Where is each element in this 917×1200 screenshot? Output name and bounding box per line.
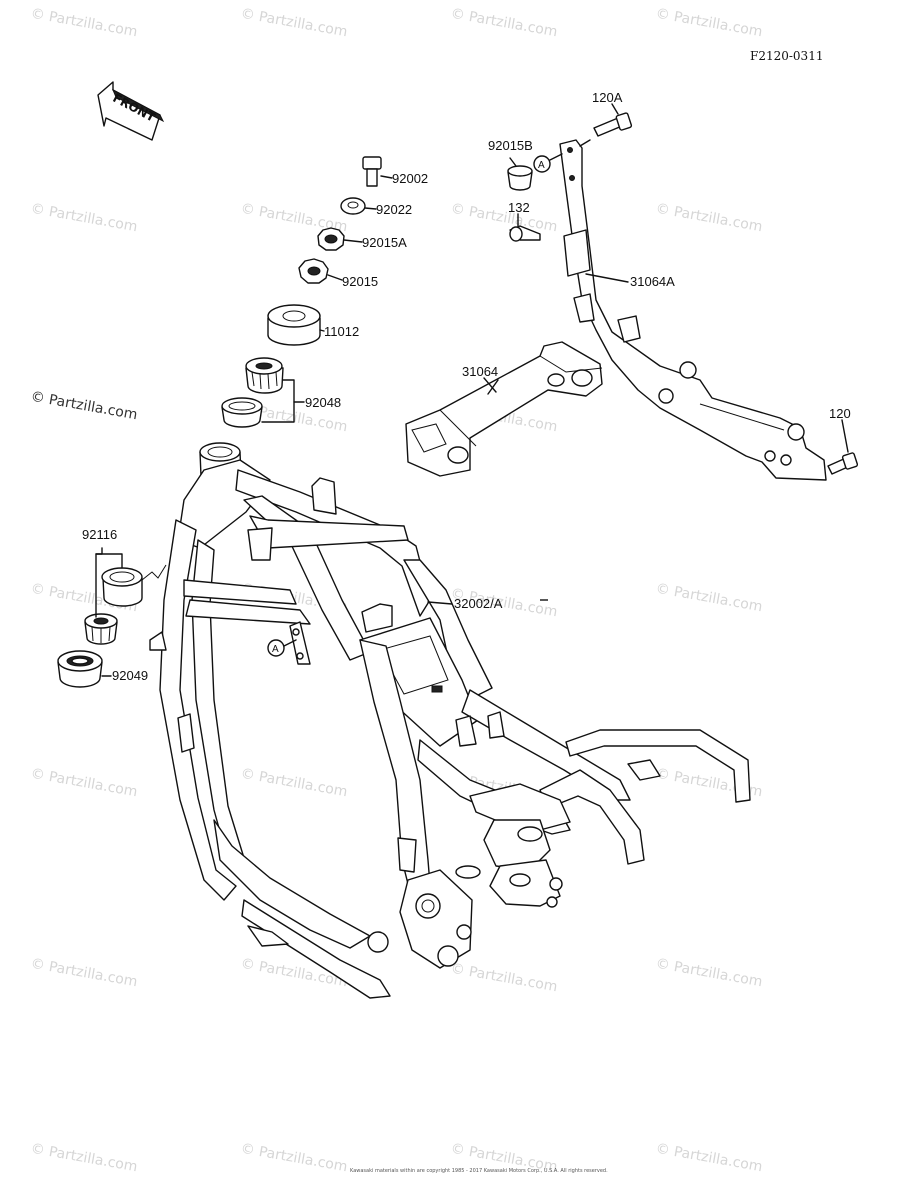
part-label-32002A[interactable]: 32002/A — [454, 596, 503, 611]
part-label-92015B[interactable]: 92015B — [488, 138, 533, 153]
part-label-92015[interactable]: 92015 — [342, 274, 379, 289]
washer-92022-icon — [340, 197, 377, 215]
part-label-120A[interactable]: 120A — [592, 90, 623, 105]
leader-31064 — [483, 377, 497, 393]
frame-32002A-icon — [149, 442, 751, 999]
seal-92049-icon — [57, 650, 112, 688]
bracket-31064A-icon — [559, 139, 827, 481]
bolt-132-icon — [509, 213, 541, 242]
part-label-132[interactable]: 132 — [508, 200, 530, 215]
part-label-92002[interactable]: 92002 — [392, 171, 429, 186]
nut-92015B-icon — [507, 157, 533, 191]
reference-mark-icon: A — [533, 153, 563, 173]
leader-92048 — [261, 379, 295, 423]
part-label-92015A[interactable]: 92015A — [362, 235, 407, 250]
part-label-92116[interactable]: 92116 — [82, 527, 118, 542]
bracket-31064-icon — [405, 341, 603, 477]
part-label-31064A[interactable]: 31064A — [630, 274, 675, 289]
reference-mark-icon: A — [267, 639, 297, 657]
bolt-92002-icon — [362, 156, 393, 187]
copyright-notice: Kawasaki materials within are copyright … — [350, 1168, 608, 1174]
race-92048-icon — [221, 397, 263, 428]
bearing-92048-icon — [245, 357, 284, 394]
bolt-120A-icon — [579, 103, 633, 147]
part-label-120[interactable]: 120 — [829, 406, 851, 421]
leader-31064A — [585, 273, 629, 283]
reference-mark-label: A — [538, 160, 545, 171]
part-label-11012[interactable]: 11012 — [324, 324, 360, 339]
cap-11012-icon — [267, 304, 325, 346]
part-label-92048[interactable]: 92048 — [305, 395, 342, 410]
front-arrow-icon: FRONT — [97, 81, 165, 141]
race-92116-icon — [101, 567, 143, 607]
figure-code: F2120-0311 — [750, 49, 824, 63]
bearing-92116-icon — [84, 613, 118, 645]
part-label-92049[interactable]: 92049 — [112, 668, 149, 683]
nut-92015-icon — [298, 258, 343, 284]
nut-92015A-icon — [317, 227, 363, 251]
part-label-31064[interactable]: 31064 — [462, 364, 499, 379]
reference-mark-label: A — [272, 644, 279, 655]
leader-92116 — [95, 547, 103, 618]
leader-32002A — [427, 601, 453, 605]
bolt-120-icon — [827, 419, 859, 475]
part-label-92022[interactable]: 92022 — [376, 202, 413, 217]
